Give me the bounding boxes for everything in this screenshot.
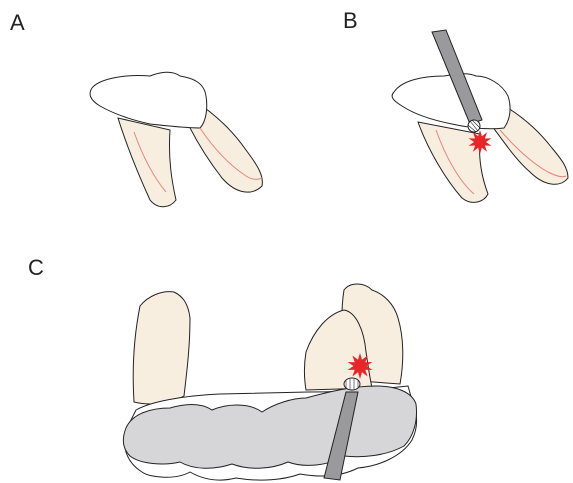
panel-c-left-abutment-root [133, 292, 190, 404]
panel-a-tooth [90, 72, 262, 207]
panel-b-crown [392, 74, 510, 129]
panel-c-round-bur-icon [344, 378, 360, 390]
panel-b-round-bur-icon [468, 120, 480, 132]
panel-b-root-left [418, 122, 488, 202]
panel-a-crown [90, 72, 207, 128]
